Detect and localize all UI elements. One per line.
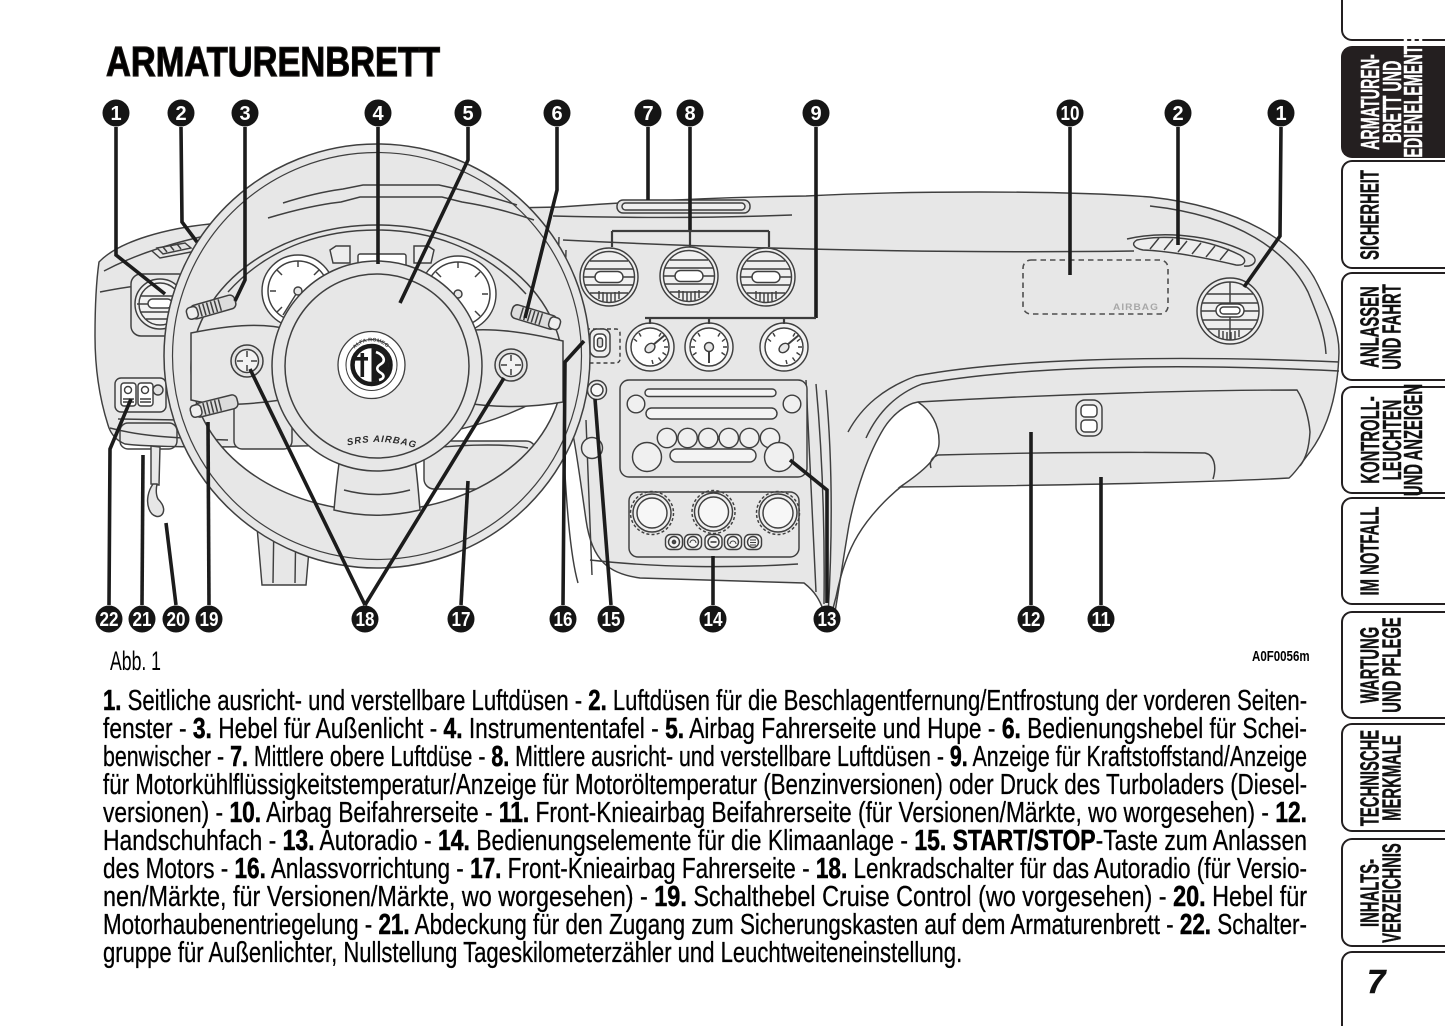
svg-text:4: 4	[372, 103, 384, 125]
svg-text:7: 7	[642, 103, 653, 125]
svg-text:13: 13	[818, 609, 837, 631]
svg-text:12: 12	[1022, 609, 1041, 631]
svg-text:2: 2	[175, 103, 186, 125]
svg-text:11: 11	[1092, 609, 1111, 631]
svg-text:19: 19	[200, 609, 219, 631]
svg-text:16: 16	[554, 609, 573, 631]
svg-text:15: 15	[602, 609, 621, 631]
svg-text:21: 21	[133, 609, 152, 631]
svg-text:6: 6	[551, 103, 562, 125]
svg-text:1: 1	[1275, 103, 1286, 125]
svg-text:AIRBAG: AIRBAG	[1113, 302, 1159, 313]
svg-text:14: 14	[704, 609, 724, 631]
svg-text:9: 9	[810, 103, 821, 125]
svg-text:2: 2	[1172, 103, 1183, 125]
svg-text:1: 1	[110, 103, 121, 125]
svg-text:18: 18	[356, 609, 375, 631]
svg-text:17: 17	[452, 609, 471, 631]
svg-text:3: 3	[239, 103, 250, 125]
svg-text:22: 22	[100, 609, 119, 631]
svg-text:10: 10	[1061, 103, 1080, 125]
svg-text:8: 8	[684, 103, 695, 125]
svg-text:5: 5	[462, 103, 473, 125]
svg-text:20: 20	[167, 609, 186, 631]
